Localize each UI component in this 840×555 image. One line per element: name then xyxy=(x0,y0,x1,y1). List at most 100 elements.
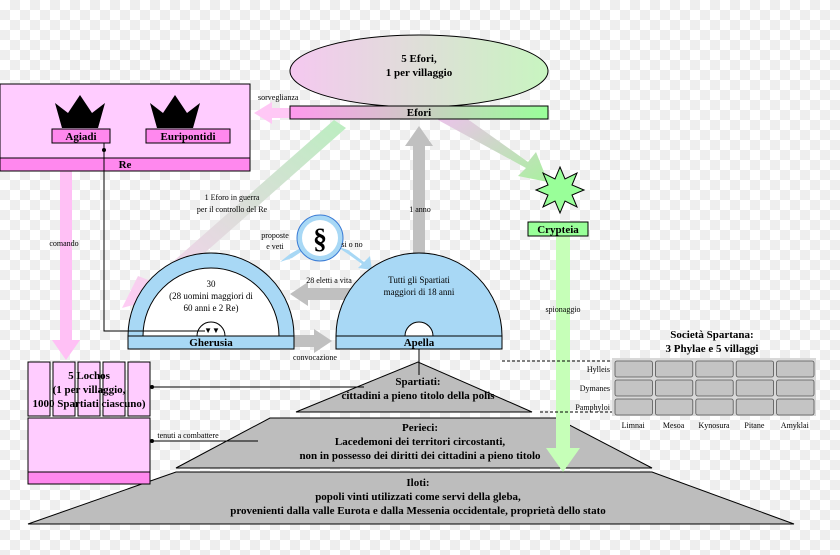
agiadi-label: Agiadi xyxy=(65,131,96,143)
phylae-cell xyxy=(655,379,694,397)
agiadi-gherusia-line xyxy=(103,143,205,332)
villaggio-label-1: Mesoa xyxy=(663,421,685,430)
iloti-title: Iloti: xyxy=(406,477,429,489)
spionaggio-label: spionaggio xyxy=(545,305,580,314)
crypteia-bar xyxy=(527,221,589,237)
phylae-cell xyxy=(614,398,653,416)
lochos-column-2 xyxy=(52,361,76,417)
edge-labels: sorveglianza 1 Eforo in guerra per il co… xyxy=(49,93,580,440)
sorveglianza-arrow xyxy=(254,102,295,124)
comando-label: comando xyxy=(49,239,78,248)
phylae-label-1: Dymanes xyxy=(580,384,610,393)
phylae-cell xyxy=(614,360,653,378)
section-symbol-icon: § xyxy=(313,224,327,255)
phylae-cell xyxy=(735,379,775,397)
societa-group: Società Spartana: 3 Phylae e 5 villaggi … xyxy=(575,329,816,430)
phylae-cell xyxy=(695,398,734,416)
phylae-label-0: Hylleis xyxy=(587,365,610,374)
societa-title-2: 3 Phylae e 5 villaggi xyxy=(666,343,759,355)
efori-group: 5 Efori, 1 per villaggio Efori xyxy=(289,34,549,120)
perieci-desc-2: non in possesso dei diritti dei cittadin… xyxy=(299,450,541,462)
eforo-guerra-label-2: per il controllo del Re xyxy=(197,205,268,214)
comando-arrow xyxy=(52,170,80,360)
lochos-line2: (1 per villaggio, xyxy=(53,384,126,396)
phylae-cell xyxy=(655,360,694,378)
apella-line2: maggiori di 18 anni xyxy=(384,287,455,297)
un-anno-label: 1 anno xyxy=(409,205,431,214)
lochos-lower-box xyxy=(27,417,151,473)
phylae-cell xyxy=(776,398,815,416)
lochos-perieci-dot xyxy=(150,439,154,443)
lochos-line3: 1000 Spartiati ciascuno) xyxy=(32,398,145,410)
social-pyramid: Spartiati: cittadini a pieno titolo dell… xyxy=(27,361,795,525)
gherusia-bar-label: Gherusia xyxy=(189,337,233,349)
agiadi-crown-icon xyxy=(55,95,105,128)
gherusia-bar xyxy=(127,335,295,350)
section-inner-circle xyxy=(302,220,338,256)
phylae-cell xyxy=(695,360,734,378)
si-o-no-label: si o no xyxy=(341,240,362,249)
phylae-cell xyxy=(735,360,775,378)
efori-oval-line2: 1 per villaggio xyxy=(386,67,453,79)
apella-bar-label: Apella xyxy=(404,337,435,349)
eletti-label: 28 eletti a vita xyxy=(306,276,352,285)
societa-title-1: Società Spartana: xyxy=(670,329,753,341)
phylae-cell xyxy=(695,379,734,397)
iloti-desc-1: popoli vinti utilizzati come servi della… xyxy=(315,491,521,503)
veti-label: e veti xyxy=(266,242,284,251)
apella-line1: Tutti gli Spartiati xyxy=(388,275,450,285)
phylae-cell xyxy=(776,379,815,397)
gherusia-king-markers-icon: ▼▼ xyxy=(204,326,220,335)
villaggio-label-3: Pitane xyxy=(744,421,764,430)
phylae-label-2: Pamphyloi xyxy=(575,403,610,412)
spartiati-title: Spartiati: xyxy=(395,376,440,388)
efori-bar-label: Efori xyxy=(407,107,431,119)
perieci-title: Perieci: xyxy=(402,422,438,434)
apella-group: Tutti gli Spartiati maggiori di 18 anni … xyxy=(335,252,503,350)
euripontidi-label-box xyxy=(145,128,231,144)
apella-dome xyxy=(335,252,503,337)
si-o-no-arrow xyxy=(336,246,372,270)
phylae-grid xyxy=(614,360,815,416)
efori-crypteia-arrow xyxy=(438,108,548,182)
villaggio-label-0: Limnai xyxy=(622,421,646,430)
crypteia-star-icon xyxy=(534,165,586,215)
lochos-line1: 5 Lochos xyxy=(68,370,111,382)
phylae-cell xyxy=(735,398,775,416)
euripontidi-label: Euripontidi xyxy=(160,131,215,143)
crypteia-group: Crypteia xyxy=(527,165,589,237)
phylae-cell xyxy=(776,360,815,378)
pyramid-iloti-tier xyxy=(27,471,795,525)
re-bar-label: Re xyxy=(119,159,132,171)
gherusia-group: 30 (28 uomini maggiori di 60 anni e 2 Re… xyxy=(127,252,295,350)
proposte-label: proposte xyxy=(261,231,289,240)
gherusia-line3: 60 anni e 2 Re) xyxy=(184,303,239,313)
gherusia-inner-dome xyxy=(142,267,280,337)
phylae-cell xyxy=(655,398,694,416)
lochos-bar xyxy=(27,471,151,485)
convocazione-label: convocazione xyxy=(293,353,337,362)
lochos-spartiati-dot xyxy=(150,385,154,389)
lochos-column-5 xyxy=(127,361,151,417)
villaggio-label-2: Kynosura xyxy=(698,421,730,430)
re-box xyxy=(0,83,251,159)
perieci-desc-1: Lacedemoni dei territori circostanti, xyxy=(335,436,505,448)
lochos-column-4 xyxy=(102,361,126,417)
phylae-cell xyxy=(614,379,653,397)
apella-small-dome xyxy=(404,321,434,337)
re-bar xyxy=(0,157,251,172)
crypteia-label: Crypteia xyxy=(537,224,579,236)
re-group: Agiadi Euripontidi Re xyxy=(0,83,251,172)
lochos-column-3 xyxy=(77,361,101,417)
agiadi-label-box xyxy=(51,128,111,144)
eforo-guerra-label-1: 1 Eforo in guerra xyxy=(205,193,260,202)
spartiati-desc: cittadini a pieno titolo della polis xyxy=(341,390,495,402)
efori-oval-line1: 5 Efori, xyxy=(401,53,437,65)
sorveglianza-label: sorveglianza xyxy=(258,93,299,102)
lochos-group: 5 Lochos (1 per villaggio, 1000 Spartiat… xyxy=(27,361,151,485)
gherusia-small-dome xyxy=(196,321,226,337)
